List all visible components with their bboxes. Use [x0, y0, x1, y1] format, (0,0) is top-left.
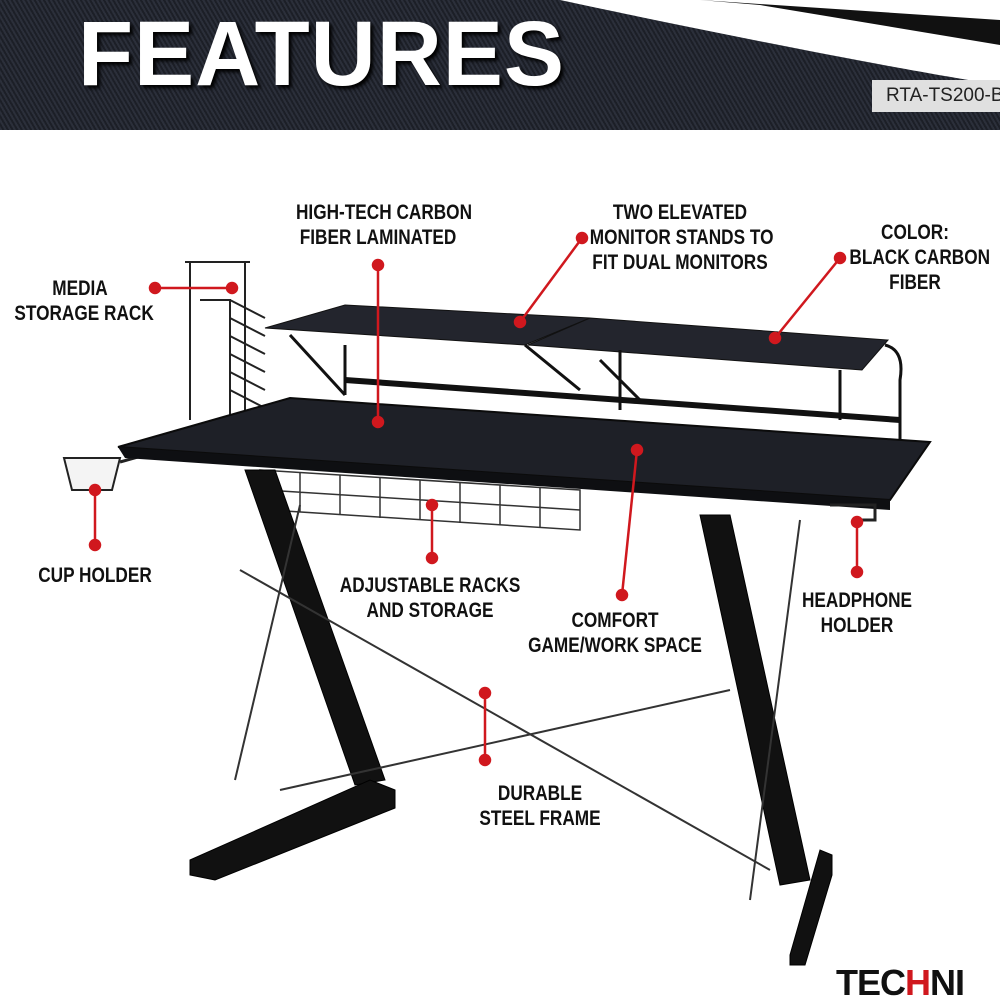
- callout-line: BLACK CARBON: [849, 246, 991, 269]
- header-swoosh: [180, 0, 1000, 85]
- steel-frame: [189, 469, 833, 966]
- callout-line: DURABLE: [497, 782, 583, 805]
- callout-line: HEADPHONE: [801, 589, 913, 612]
- callout-line: ADJUSTABLE RACKS: [339, 574, 521, 597]
- logo-text-accent: H: [905, 962, 931, 1003]
- callout-headphone-holder: HEADPHONE HOLDER: [791, 588, 922, 638]
- callout-line: HIGH-TECH CARBON: [296, 201, 473, 224]
- callout-line: AND STORAGE: [366, 599, 494, 622]
- callout-line: STORAGE RACK: [14, 302, 154, 325]
- callout-line: FIBER LAMINATED: [299, 226, 457, 249]
- callout-cup-holder: CUP HOLDER: [29, 563, 160, 588]
- callout-adjustable-racks: ADJUSTABLE RACKS AND STORAGE: [339, 573, 521, 623]
- callout-monitor-stands: TWO ELEVATED MONITOR STANDS TO FIT DUAL …: [589, 200, 774, 275]
- callout-line: HOLDER: [820, 614, 894, 637]
- callout-line: COLOR:: [881, 221, 949, 244]
- callout-line: FIBER: [889, 271, 941, 294]
- callout-work-space: COMFORT GAME/WORK SPACE: [525, 608, 705, 658]
- callout-line: COMFORT: [571, 609, 659, 632]
- callout-line: TWO ELEVATED: [612, 201, 748, 224]
- callout-line: FIT DUAL MONITORS: [592, 251, 768, 274]
- callout-carbon-fiber: HIGH-TECH CARBON FIBER LAMINATED: [296, 200, 473, 250]
- callout-line: MONITOR STANDS TO: [589, 226, 774, 249]
- header-banner: FEATURES RTA-TS200-BK: [0, 0, 1000, 130]
- headphone-hook: [830, 503, 877, 522]
- brand-logo: TECHNI: [836, 962, 965, 1004]
- callout-line: STEEL FRAME: [479, 807, 601, 830]
- callout-steel-frame: DURABLE STEEL FRAME: [458, 781, 622, 831]
- model-number-badge: RTA-TS200-BK: [872, 80, 1000, 112]
- callout-line: CUP HOLDER: [38, 564, 152, 587]
- cup-holder: [62, 457, 122, 491]
- callout-line: GAME/WORK SPACE: [528, 634, 702, 657]
- monitor-shelf-right: [527, 317, 890, 371]
- callout-line: MEDIA: [52, 277, 108, 300]
- logo-text: TEC: [836, 962, 906, 1003]
- logo-text: NI: [930, 962, 965, 1003]
- callout-color: COLOR: BLACK CARBON FIBER: [849, 220, 991, 295]
- callout-media-rack: MEDIA STORAGE RACK: [14, 276, 154, 326]
- media-rack: [185, 261, 266, 420]
- page-title: FEATURES: [78, 3, 566, 105]
